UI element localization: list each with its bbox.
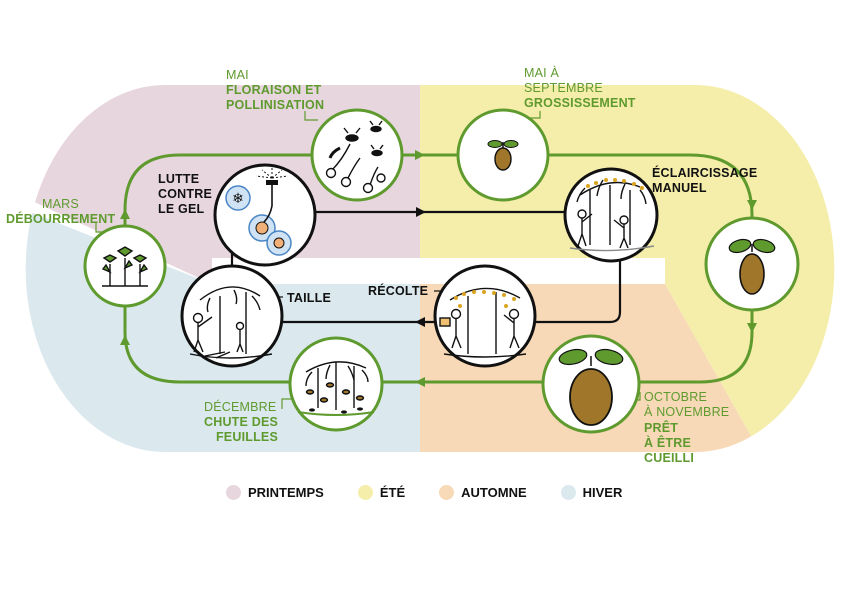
lutte-title-3: LE GEL — [158, 202, 205, 216]
recolte-circle — [433, 264, 537, 368]
pret-month-1: OCTOBRE — [644, 390, 707, 404]
chute-title-1: CHUTE DES — [204, 415, 279, 429]
pret-title-1: PRÊT — [644, 421, 679, 435]
legend-item-ete: ÉTÉ — [357, 485, 406, 500]
legend-label-hiver: HIVER — [582, 485, 623, 500]
kiwi-small-icon — [487, 140, 519, 171]
pret-title-2: À ÊTRE — [644, 436, 692, 450]
eclaircissage-title-2: MANUEL — [652, 181, 707, 195]
legend-label-printemps: PRINTEMPS — [248, 485, 324, 500]
legend-label-ete: ÉTÉ — [379, 485, 406, 500]
recolte-title: RÉCOLTE — [368, 284, 429, 298]
kiwi-medium-icon — [728, 238, 776, 295]
legend-item-hiver: HIVER — [560, 485, 623, 500]
debourrement-month: MARS — [42, 197, 79, 211]
debourrement-circle — [83, 224, 167, 308]
green-arrows — [120, 150, 757, 387]
floraison-title-1: FLORAISON ET — [226, 83, 322, 97]
legend-label-automne: AUTOMNE — [461, 485, 527, 500]
grossissement-month-1: MAI À — [524, 66, 560, 80]
chute-title-2: FEUILLES — [215, 430, 278, 444]
pret-title-3: CUEILLI — [644, 451, 695, 465]
grossissement-title: GROSSISSEMENT — [524, 96, 636, 110]
taille-title: TAILLE — [287, 291, 332, 305]
legend-swatch-automne — [439, 485, 455, 500]
frost-sprinkler-icon: ❄ — [225, 166, 292, 256]
legend-swatch-printemps — [226, 485, 241, 500]
eclaircissage-title-1: ÉCLAIRCISSAGE — [652, 166, 758, 180]
floraison-title-2: POLLINISATION — [226, 98, 325, 112]
budding-icon — [101, 246, 149, 287]
thinning-workers-icon — [569, 178, 655, 252]
pruning-worker-icon — [189, 286, 273, 359]
svg-text:❄: ❄ — [232, 191, 244, 207]
legend-item-automne: AUTOMNE — [439, 485, 527, 500]
black-arrows — [415, 207, 426, 327]
chute-circle — [288, 336, 384, 432]
grossissement-month-2: SEPTEMBRE — [524, 81, 603, 95]
chute-month: DÉCEMBRE — [204, 400, 277, 414]
floraison-circle — [310, 108, 404, 202]
lutte-circle: ❄ — [213, 163, 317, 267]
legend-item-printemps: PRINTEMPS — [226, 485, 324, 500]
legend-swatch-ete — [357, 485, 373, 500]
grossissement-circle — [456, 108, 550, 202]
kiwi-medium-circle — [704, 216, 800, 312]
floraison-month: MAI — [226, 68, 249, 82]
debourrement-title: DÉBOURREMENT — [6, 212, 116, 226]
season-legend: PRINTEMPS ÉTÉ AUTOMNE HIVER — [226, 485, 656, 500]
inner-black-loop — [230, 210, 622, 324]
pret-month-2: À NOVEMBRE — [644, 405, 730, 419]
eclaircissage-circle — [563, 167, 659, 263]
pret-circle — [541, 334, 641, 434]
kiwi-large-icon — [558, 348, 624, 426]
lutte-title-2: CONTRE — [158, 187, 212, 201]
harvest-workers-icon — [439, 287, 527, 358]
taille-circle — [180, 264, 284, 368]
falling-leaves-icon — [297, 361, 375, 416]
flower-bees-icon — [325, 120, 386, 194]
legend-swatch-hiver — [560, 485, 576, 500]
outer-green-loop — [123, 153, 754, 384]
lutte-title-1: LUTTE — [158, 172, 200, 186]
